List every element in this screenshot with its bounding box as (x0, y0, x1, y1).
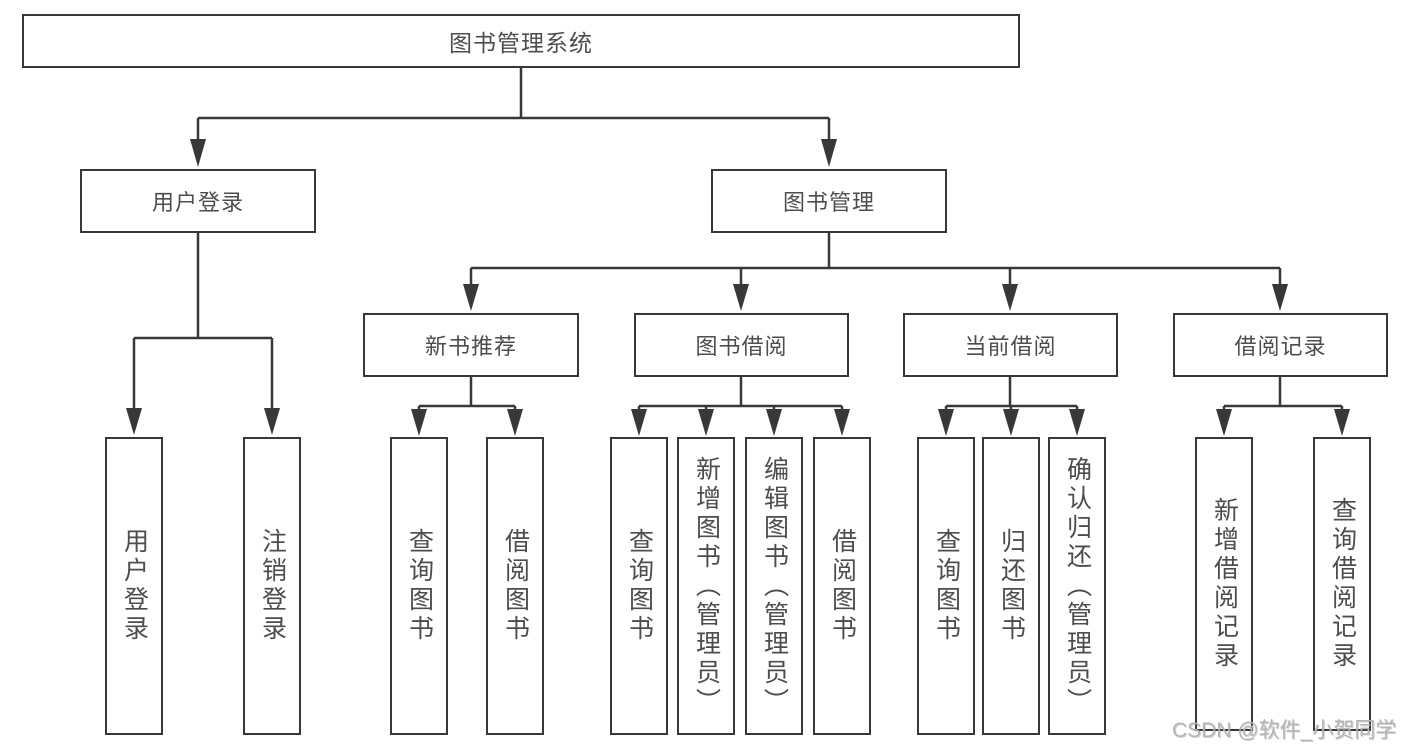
leaf-borrow-books-b: 借阅图书 (813, 437, 871, 735)
arrowhead-current-borrow (1002, 284, 1018, 311)
arrowhead-leaf-user-login (126, 408, 142, 435)
watermark: CSDN @软件_小贺同学 (1172, 719, 1397, 742)
leaf-logout: 注销登录 (243, 437, 301, 735)
leaf-add-book-admin: 新增图书（管理员） (677, 437, 735, 735)
leaf-query-books-c: 查询图书 (917, 437, 975, 735)
node-new-book-recommend-label: 新书推荐 (424, 334, 517, 359)
leaf-borrow-books-b-label: 借阅图书 (828, 528, 857, 644)
arrowhead-leaf-borrow-books-a (507, 409, 523, 436)
leaf-query-books-c-label: 查询图书 (932, 528, 961, 644)
arrowhead-leaf-edit-book (766, 409, 782, 436)
node-book-management-label: 图书管理 (782, 190, 875, 215)
edge-book-management-split (469, 233, 1282, 286)
edge-new-book-recommend-split (417, 377, 517, 412)
edge-current-borrow-split (944, 377, 1079, 412)
leaf-edit-book-admin-label: 编辑图书（管理员） (760, 455, 789, 717)
arrowhead-leaf-borrow-books-b (834, 409, 850, 436)
leaf-confirm-return-admin: 确认归还（管理员） (1048, 437, 1106, 735)
leaf-query-borrow-record: 查询借阅记录 (1313, 437, 1371, 731)
leaf-return-book-label: 归还图书 (997, 528, 1026, 644)
node-new-book-recommend: 新书推荐 (363, 313, 579, 377)
leaf-edit-book-admin: 编辑图书（管理员） (745, 437, 803, 735)
node-library-management-system: 图书管理系统 (22, 14, 1020, 68)
leaf-query-books-a-label: 查询图书 (405, 528, 434, 644)
leaf-add-borrow-record: 新增借阅记录 (1195, 437, 1253, 731)
node-borrow-records-label: 借阅记录 (1234, 334, 1327, 359)
arrowhead-borrow-records (1272, 284, 1288, 311)
edge-user-login-split (132, 233, 274, 410)
leaf-query-books-b: 查询图书 (610, 437, 668, 735)
leaf-borrow-books-a: 借阅图书 (486, 437, 544, 735)
arrowhead-leaf-query-books-c (938, 409, 954, 436)
leaf-user-login-label: 用户登录 (120, 528, 149, 644)
node-current-borrow-label: 当前借阅 (964, 334, 1057, 359)
arrowhead-user-login (190, 139, 206, 167)
arrowhead-leaf-query-books-a (411, 409, 427, 436)
arrowhead-leaf-query-borrow-record (1334, 409, 1350, 436)
leaf-add-borrow-record-label: 新增借阅记录 (1210, 497, 1239, 671)
node-book-borrow-label: 图书借阅 (695, 334, 788, 359)
arrowhead-leaf-logout (264, 408, 280, 435)
node-current-borrow: 当前借阅 (903, 313, 1118, 377)
arrowhead-new-book-recommend (463, 284, 479, 311)
leaf-query-borrow-record-label: 查询借阅记录 (1328, 497, 1357, 671)
leaf-query-books-a: 查询图书 (390, 437, 448, 735)
leaf-borrow-books-a-label: 借阅图书 (501, 528, 530, 644)
leaf-return-book: 归还图书 (982, 437, 1040, 735)
leaf-confirm-return-admin-label: 确认归还（管理员） (1063, 455, 1092, 717)
leaf-add-book-admin-label: 新增图书（管理员） (692, 455, 721, 717)
edge-borrow-records-split (1222, 377, 1344, 412)
node-book-management: 图书管理 (711, 169, 947, 233)
arrowhead-leaf-add-book (698, 409, 714, 436)
node-library-management-system-label: 图书管理系统 (449, 30, 593, 56)
arrowhead-book-borrow (733, 284, 749, 311)
edge-root-to-level2 (196, 68, 831, 140)
node-book-borrow: 图书借阅 (634, 313, 849, 377)
edge-book-borrow-split (637, 377, 844, 412)
leaf-logout-label: 注销登录 (258, 528, 287, 644)
leaf-user-login: 用户登录 (105, 437, 163, 735)
arrowhead-leaf-add-borrow-record (1216, 409, 1232, 436)
arrowhead-leaf-query-books-b (631, 409, 647, 436)
node-user-login-label: 用户登录 (151, 190, 244, 215)
arrowhead-leaf-return-book (1003, 409, 1019, 436)
node-user-login: 用户登录 (80, 169, 316, 233)
arrowhead-leaf-confirm-return (1069, 409, 1085, 436)
arrowhead-book-management (821, 139, 837, 167)
node-borrow-records: 借阅记录 (1173, 313, 1388, 377)
leaf-query-books-b-label: 查询图书 (625, 528, 654, 644)
